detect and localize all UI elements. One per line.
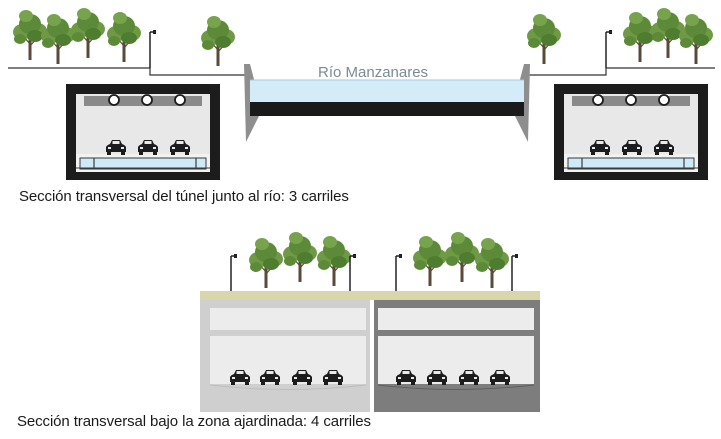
tree-icon xyxy=(444,231,480,283)
tree-icon xyxy=(412,235,448,287)
tree-icon xyxy=(474,237,510,289)
lamp-post-icon xyxy=(349,253,357,293)
tree-icon xyxy=(526,13,562,65)
lamp-post-icon xyxy=(230,253,238,293)
lamp-post-icon xyxy=(395,253,403,293)
tree-icon xyxy=(40,13,76,65)
lamp-post-icon xyxy=(511,253,519,293)
tunnel-bottom-right xyxy=(372,300,540,412)
tunnel-bottom-left xyxy=(200,300,372,412)
ground-line-left xyxy=(8,67,246,76)
caption-river-tunnel: Sección transversal del túnel junto al r… xyxy=(19,188,349,205)
tree-icon xyxy=(282,231,318,283)
tree-icon xyxy=(200,15,236,67)
tree-icon xyxy=(70,7,106,59)
ceiling-light-icon xyxy=(108,94,120,106)
ceiling-light-icon xyxy=(658,94,670,106)
ceiling-light-icon xyxy=(592,94,604,106)
tree-icon xyxy=(622,11,658,63)
tunnel-divider xyxy=(370,300,374,412)
ceiling-light-icon xyxy=(141,94,153,106)
tree-icon xyxy=(678,13,714,65)
lamp-post-icon xyxy=(605,29,613,69)
tree-icon xyxy=(106,11,142,63)
lamp-post-icon xyxy=(149,29,157,69)
ceiling-light-icon xyxy=(625,94,637,106)
river xyxy=(244,64,530,142)
river-label: Río Manzanares xyxy=(318,64,428,81)
tree-icon xyxy=(248,237,284,289)
tree-icon xyxy=(316,235,352,287)
caption-garden-tunnel: Sección transversal bajo la zona ajardin… xyxy=(17,413,371,430)
ground-line-right xyxy=(528,67,715,76)
garden-strip xyxy=(200,291,540,300)
ceiling-light-icon xyxy=(174,94,186,106)
